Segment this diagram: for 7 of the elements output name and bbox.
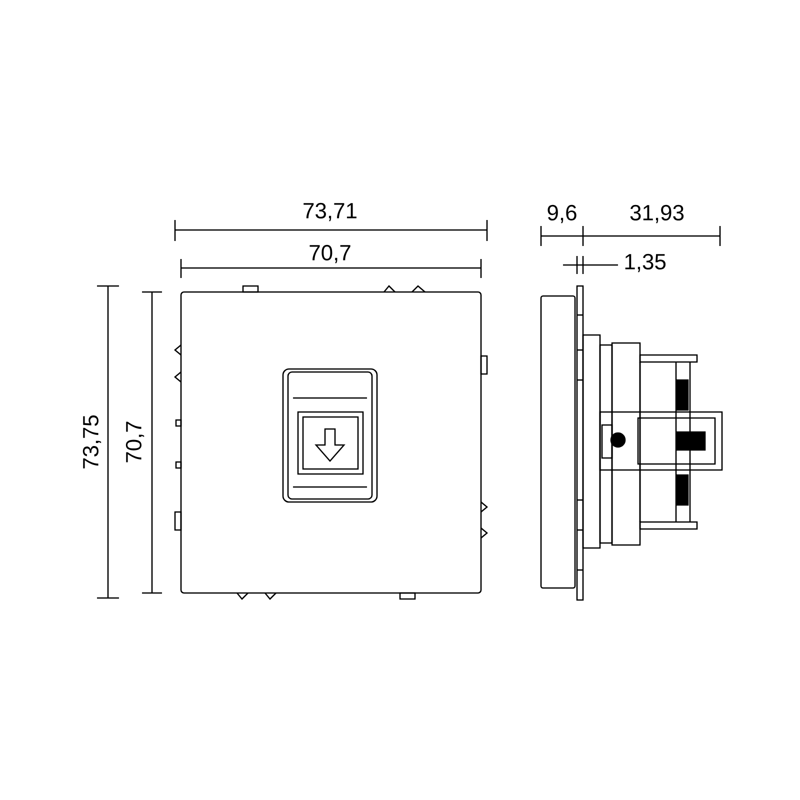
dimension-label: 70,7 [310, 244, 350, 264]
dimension-label: 73,71 [304, 202, 356, 222]
dimension-label: 70,7 [126, 422, 144, 462]
dimension-label: 31,93 [630, 204, 684, 224]
dimension-label: 73,75 [82, 415, 102, 468]
dimension-label: 9,6 [548, 204, 576, 224]
dimension-label: 1,35 [625, 254, 666, 272]
